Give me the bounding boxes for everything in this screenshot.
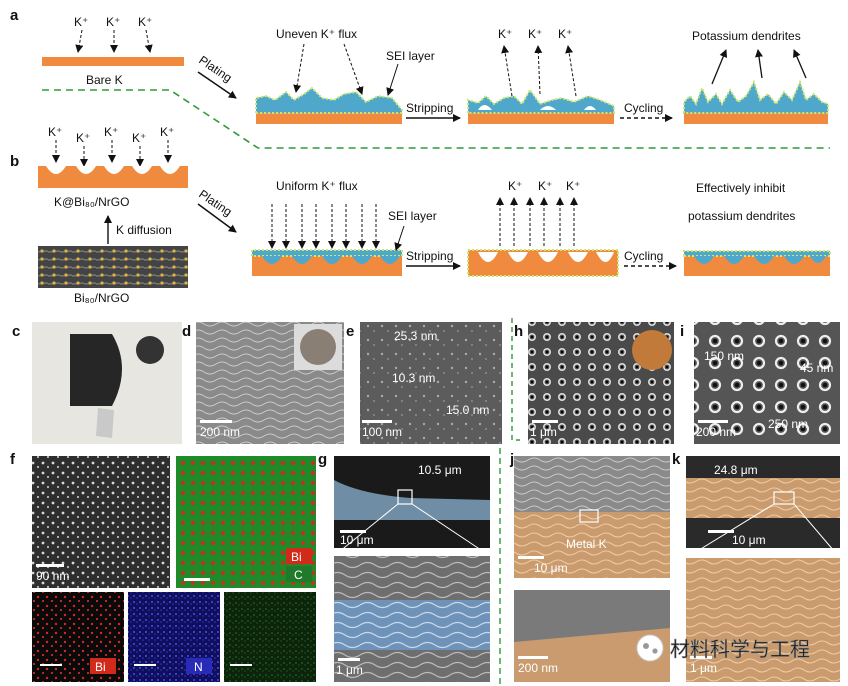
film-photo <box>70 334 122 406</box>
panel-label-c: c <box>12 323 20 340</box>
sei-label-b: SEI layer <box>388 209 437 223</box>
k-ion-label: K⁺ <box>132 131 146 145</box>
tag-n <box>186 658 212 674</box>
uneven-flux-label: Uneven K⁺ flux <box>276 27 357 41</box>
k-ion-label: K⁺ <box>104 125 118 139</box>
scalebar-d: 200 nm <box>200 425 240 439</box>
k-bi-nrgo-host <box>38 166 188 188</box>
dendrites-label: Potassium dendrites <box>692 29 801 43</box>
cycling-label-b: Cycling <box>624 249 663 263</box>
scalebar-h: 1 μm <box>530 425 557 439</box>
scalebar-f: 90 nm <box>36 569 69 583</box>
scalebar-e: 100 nm <box>362 425 402 439</box>
uneven-deposition: Uneven K⁺ flux SEI layer <box>255 27 435 124</box>
metal-k-label: Metal K <box>566 537 607 551</box>
inhibit-line1: Effectively inhibit <box>696 181 786 195</box>
tag-bi <box>90 658 116 674</box>
measure-e2: 10.3 nm <box>392 371 435 385</box>
sem-h-inset <box>632 330 672 370</box>
k-ions-b: K⁺ K⁺ K⁺ K⁺ K⁺ <box>48 125 174 167</box>
sei-label-a: SEI layer <box>386 49 435 63</box>
panel-label-h: h <box>514 323 523 340</box>
k-ion-label: K⁺ <box>106 15 120 29</box>
tag-bi-label: Bi <box>95 660 106 674</box>
bare-k-label: Bare K <box>86 73 123 87</box>
scalebar-g2: 1 μm <box>336 663 363 677</box>
measure-e3: 15.0 nm <box>446 403 489 417</box>
thickness-k: 24.8 μm <box>714 463 758 477</box>
watermark: 材料科学与工程 <box>636 634 810 662</box>
legend-c-label: C <box>294 568 303 582</box>
thickness-g: 10.5 μm <box>418 463 462 477</box>
sem-e <box>360 322 502 444</box>
k-ion-label: K⁺ <box>558 27 572 41</box>
sem-k-bottom <box>686 558 840 682</box>
stripped-uniform: K⁺ K⁺ K⁺ <box>467 179 619 277</box>
legend-c <box>286 566 312 582</box>
k-diffusion-label: K diffusion <box>116 223 172 237</box>
bi-nrgo-label: Bi₈₀/NrGO <box>74 291 129 305</box>
cycling-label-a: Cycling <box>624 101 663 115</box>
scalebar-k1: 10 μm <box>732 533 766 547</box>
scalebar-j1: 10 μm <box>534 561 568 575</box>
watermark-text: 材料科学与工程 <box>670 638 810 661</box>
measure-i3: 250 nm <box>768 417 808 431</box>
k-ion-label: K⁺ <box>76 131 90 145</box>
plating-label-a: Plating <box>196 53 234 85</box>
inhibit-line2: potassium dendrites <box>688 209 795 223</box>
stripping-label-b: Stripping <box>406 249 453 263</box>
panel-label-b: b <box>10 153 19 170</box>
panel-label-j: j <box>509 451 514 468</box>
eds-c-map <box>224 592 316 682</box>
stripping-label-a: Stripping <box>406 101 453 115</box>
plating-label-b: Plating <box>196 187 234 219</box>
k-ion-label: K⁺ <box>538 179 552 193</box>
k-bi-nrgo-label: K@Bi₈₀/NrGO <box>54 195 129 209</box>
inhibited-deposition: Effectively inhibit potassium dendrites <box>683 181 831 276</box>
k-ion-label: K⁺ <box>138 15 152 29</box>
panel-divider <box>511 318 520 441</box>
bare-k-foil <box>42 57 184 66</box>
dendrite-deposition: Potassium dendrites <box>683 29 829 124</box>
k-ion-label: K⁺ <box>528 27 542 41</box>
panel-label-e: e <box>346 323 354 340</box>
tag-n-label: N <box>194 660 203 674</box>
uniform-flux-label: Uniform K⁺ flux <box>276 179 358 193</box>
panel-label-a: a <box>10 7 19 24</box>
measure-i2: 45 nm <box>800 361 833 375</box>
bi-nrgo-illustration <box>38 246 188 288</box>
measure-e1: 25.3 nm <box>394 329 437 343</box>
k-ion-label: K⁺ <box>498 27 512 41</box>
panel-label-d: d <box>182 323 191 340</box>
k-ion-label: K⁺ <box>566 179 580 193</box>
measure-i1: 150 nm <box>704 349 744 363</box>
stripped-deposition: K⁺ K⁺ K⁺ <box>467 27 615 124</box>
legend-bi-label: Bi <box>291 550 302 564</box>
uniform-deposition: Uniform K⁺ flux SEI layer <box>251 179 437 276</box>
panel-label-i: i <box>680 323 684 340</box>
panel-label-k: k <box>672 451 681 468</box>
k-ion-label: K⁺ <box>74 15 88 29</box>
k-ion-label: K⁺ <box>160 125 174 139</box>
k-ions-a: K⁺ K⁺ K⁺ <box>74 15 153 53</box>
scalebar-k2: 1 μm <box>690 661 717 675</box>
scalebar-i: 200 nm <box>696 425 736 439</box>
section-divider <box>42 89 830 149</box>
panel-label-f: f <box>10 451 16 468</box>
film-disk <box>136 336 164 364</box>
scalebar-j2: 200 nm <box>518 661 558 675</box>
k-ion-label: K⁺ <box>48 125 62 139</box>
k-ion-label: K⁺ <box>508 179 522 193</box>
sem-i <box>694 322 840 444</box>
scalebar-g1: 10 μm <box>340 533 374 547</box>
panel-label-g: g <box>318 451 327 468</box>
legend-bi <box>286 548 312 564</box>
